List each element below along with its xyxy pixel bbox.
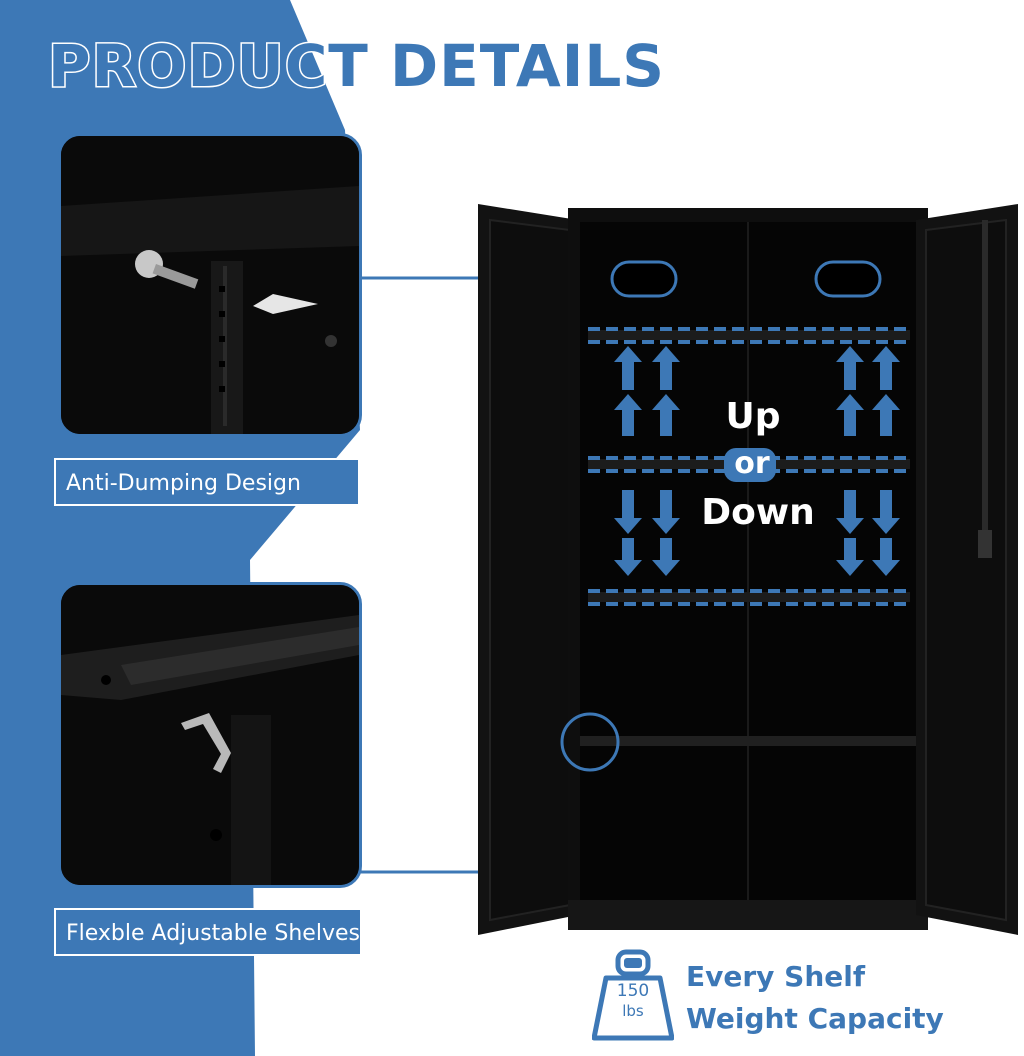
- shelf-clip-icon: [181, 713, 231, 773]
- weight-number: 150: [616, 981, 650, 1001]
- shelf-or-text: or: [734, 446, 770, 481]
- page-title: PRODUCT DETAILS: [46, 31, 666, 102]
- adjustable-shelves-label: Flexble Adjustable Shelves: [54, 908, 362, 956]
- wall-anchor-icon: [253, 294, 318, 314]
- cabinet-illustration: [470, 200, 1024, 935]
- adjustable-shelf-photo: [58, 582, 362, 888]
- lock-handle-icon: [978, 530, 992, 558]
- weight-unit: lbs: [622, 1002, 644, 1020]
- weight-icon: [592, 949, 674, 1041]
- capacity-line-1: Every Shelf: [686, 960, 866, 993]
- shelf-down-text: Down: [701, 492, 815, 533]
- weight-value: 150 lbs: [600, 981, 666, 1021]
- shelf-up-text: Up: [725, 396, 781, 437]
- down-arrow-icons: [614, 490, 900, 576]
- capacity-line-2: Weight Capacity: [686, 1002, 944, 1035]
- anti-dumping-photo: [58, 133, 362, 437]
- anti-dumping-label: Anti-Dumping Design: [54, 458, 360, 506]
- up-arrow-icons: [614, 346, 900, 436]
